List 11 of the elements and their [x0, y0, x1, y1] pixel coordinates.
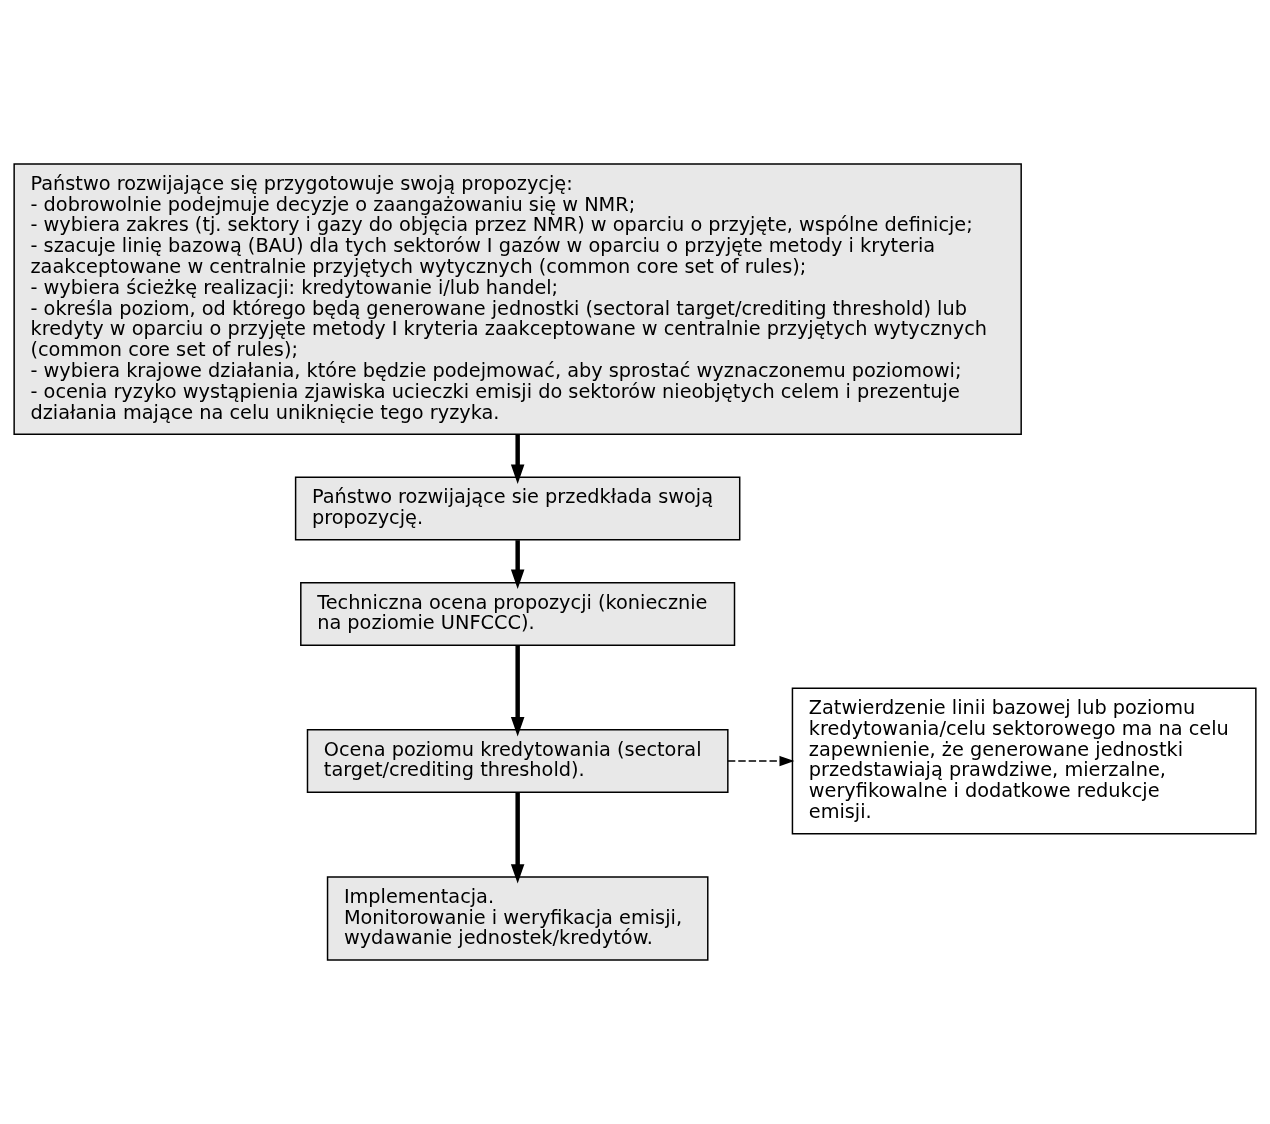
arrow	[510, 434, 525, 484]
arrow	[510, 792, 525, 884]
arrow	[727, 755, 795, 767]
node-box: Zatwierdzenie linii bazowej lub poziomu kredytowania/celu sektorowego ma na celu zapewnienie, że generowane jednostki przedstawiają prawdziwe, mierzalne, weryfikowalne i dodatkowe redukcje emisji.	[791, 687, 1257, 835]
node-box: Techniczna ocena propozycji (koniecznie na poziomie UNFCCC).	[300, 582, 736, 646]
node-box: Państwo rozwijające się przygotowuje swoją propozycję: - dobrowolnie podejmuje decyzje o zaangażowaniu się w NMR; - wybiera zakres (tj. sektory i gazy do objęcia przez NMR) w oparciu o przyjęte, wspólne definicje; - szacuje linię bazową (BAU) dla tych sektorów I gazów w oparciu o przyjęte metody i kryteria zaakceptowane w centralnie przyjętych wytycznych (common core set of rules); - wybiera ścieżkę realizacji: kredytowanie i/lub handel; - określa poziom, od którego będą generowane jednostki (sectoral target/crediting threshold) lub kredyty w oparciu o przyjęte metody I kryteria zaakceptowane w centralnie przyjętych wytycznych (common core set of rules); - wybiera krajowe działania, które będzie podejmować, aby sprostać wyznaczonemu poziomowi; - ocenia ryzyko wystąpienia zjawiska ucieczki emisji do sektorów nieobjętych celem i prezentuje działania mające na celu uniknięcie tego ryzyka.	[13, 163, 1022, 435]
node-box: Implementacja. Monitorowanie i weryfikacja emisji, wydawanie jednostek/kredytów.	[326, 876, 709, 961]
node-box: Państwo rozwijające sie przedkłada swoją propozycję.	[294, 476, 741, 541]
node-box: Ocena poziomu kredytowania (sectoral target/crediting threshold).	[306, 729, 729, 793]
arrow	[510, 540, 525, 589]
arrow	[510, 645, 525, 737]
